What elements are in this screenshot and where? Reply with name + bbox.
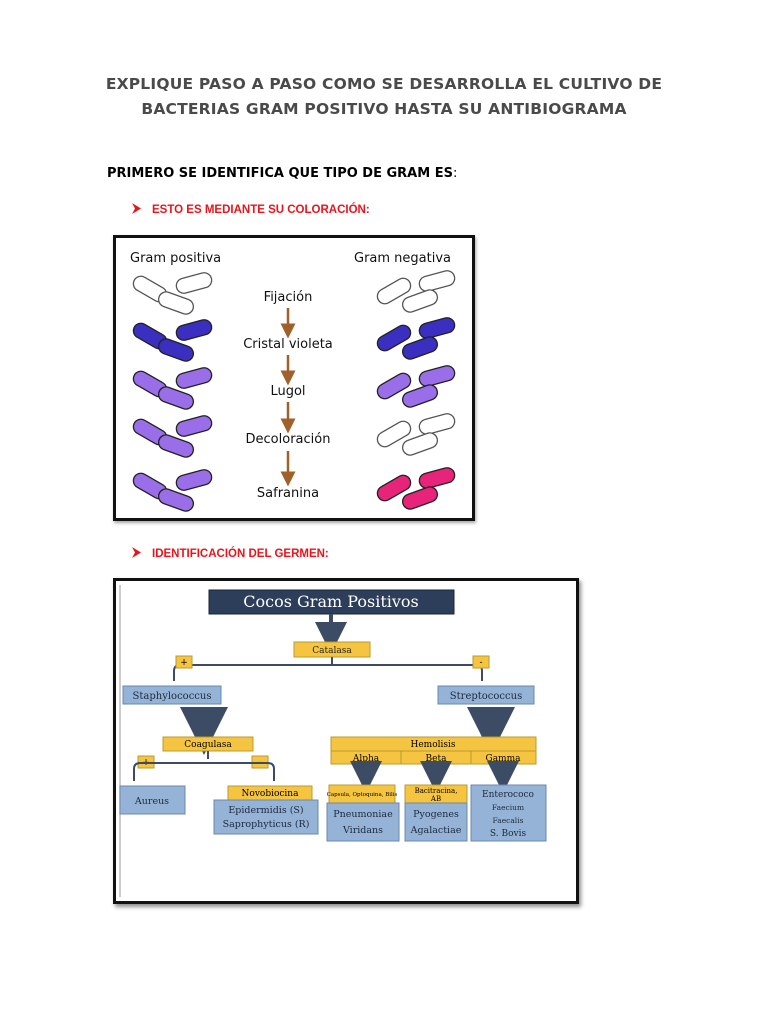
- bacterium-negative-3b: [418, 365, 456, 387]
- bacterium-negative-4b: [418, 413, 456, 435]
- beta-test-text-2: AB: [430, 795, 441, 803]
- viridans-text: Viridans: [342, 825, 383, 836]
- title-line-2: BACTERIAS GRAM POSITIVO HASTA SU ANTIBIO…: [141, 100, 627, 118]
- aureus-box: [119, 785, 186, 815]
- bacterium-positive-1b: [175, 272, 213, 294]
- document-title: EXPLIQUE PASO A PASO COMO SE DESARROLLA …: [90, 72, 678, 122]
- agalactiae-text: Agalactiae: [410, 825, 462, 836]
- bullet-germen-text: IDENTIFICACIÓN DEL GERMEN:: [152, 548, 329, 560]
- step-lugol: Lugol: [270, 384, 305, 399]
- catalasa-text: Catalasa: [312, 646, 352, 656]
- bullet-arrow-icon: [132, 547, 142, 561]
- faecium-text: Faecium: [492, 803, 524, 812]
- minus-text: -: [479, 658, 482, 668]
- identification-svg: Cocos Gram Positivos Catalasa + - Staphy…: [119, 585, 547, 897]
- identification-figure: Cocos Gram Positivos Catalasa + - Staphy…: [113, 578, 579, 904]
- section-heading: PRIMERO SE IDENTIFICA QUE TIPO DE GRAM E…: [107, 166, 457, 181]
- staphylococcus-text: Staphylococcus: [133, 691, 212, 702]
- hemolisis-text: Hemolisis: [411, 740, 456, 750]
- bacterium-negative-3c: [401, 384, 439, 408]
- beta-result-box: [404, 802, 468, 842]
- plus-text: +: [180, 658, 188, 668]
- alpha-text: Alpha: [352, 754, 380, 764]
- step-cristal-violeta: Cristal violeta: [243, 337, 333, 352]
- epidermidis-text: Epidermidis (S): [228, 805, 303, 816]
- bacterium-positive-3c: [157, 386, 195, 410]
- streptococcus-box: [437, 685, 535, 705]
- novobiocina-result-box: [213, 799, 319, 835]
- title-box: [208, 589, 455, 615]
- title-text: Cocos Gram Positivos: [243, 592, 419, 611]
- beta-text: Beta: [426, 754, 448, 764]
- bacterium-negative-1b: [418, 270, 456, 292]
- streptococcus-text: Streptococcus: [450, 691, 522, 702]
- step-safranina: Safranina: [257, 486, 319, 501]
- alpha-result-box: [326, 802, 400, 842]
- bacterium-positive-2c: [157, 338, 195, 362]
- title-line-1: EXPLIQUE PASO A PASO COMO SE DESARROLLA …: [105, 75, 663, 93]
- saprophyticus-text: Saprophyticus (R): [223, 819, 310, 830]
- section-heading-colon: :: [452, 166, 458, 181]
- step-decoloracion: Decoloración: [246, 432, 331, 447]
- bullet-coloracion-text: ESTO ES MEDIANTE SU COLORACIÓN:: [152, 204, 370, 216]
- bacterium-negative-2b: [418, 317, 456, 339]
- bacteria-cells: [132, 270, 456, 512]
- pyogenes-text: Pyogenes: [413, 809, 459, 820]
- bacterium-positive-1c: [157, 291, 195, 315]
- bacterium-positive-4b: [175, 415, 213, 437]
- coagulasa-text: Coagulasa: [184, 740, 232, 750]
- bacterium-negative-5c: [401, 486, 439, 510]
- bacterium-negative-4c: [401, 432, 439, 456]
- gamma-text: Gamma: [486, 754, 522, 764]
- staphylococcus-box: [122, 685, 222, 705]
- bacterium-positive-5b: [175, 469, 213, 491]
- gram-stain-figure: Gram positiva Gram negativa Fijación Cri…: [113, 235, 475, 521]
- bacterium-negative-1a: [376, 277, 412, 305]
- bacterium-negative-2c: [401, 336, 439, 360]
- bacterium-negative-4a: [376, 420, 412, 448]
- novobiocina-text: Novobiocina: [242, 789, 300, 799]
- label-gram-negativa: Gram negativa: [354, 251, 451, 266]
- section-heading-text: PRIMERO SE IDENTIFICA QUE TIPO DE GRAM E…: [107, 166, 453, 181]
- bacterium-negative-5a: [376, 474, 412, 502]
- bacterium-positive-3b: [175, 367, 213, 389]
- minus-box-catalasa: [472, 655, 490, 669]
- bullet-coloracion: ESTO ES MEDIANTE SU COLORACIÓN:: [132, 203, 370, 217]
- enterococo-text: Enterococo: [482, 790, 534, 800]
- bacterium-positive-2b: [175, 319, 213, 341]
- aureus-text: Aureus: [134, 796, 169, 807]
- alpha-test-text: Capsula, Optoquina, Bilis: [327, 792, 398, 798]
- bacterium-negative-1c: [401, 289, 439, 313]
- bullet-arrow-icon: [132, 203, 142, 217]
- s-bovis-text: S. Bovis: [490, 829, 527, 839]
- gamma-result-box: [470, 784, 547, 842]
- bacterium-negative-3a: [376, 372, 412, 400]
- bacterium-negative-2a: [376, 324, 412, 352]
- faecalis-text: Faecalis: [493, 816, 524, 825]
- plus-box-catalasa: [175, 655, 193, 669]
- step-fijacion: Fijación: [264, 290, 313, 305]
- label-gram-positiva: Gram positiva: [130, 251, 221, 266]
- bacterium-negative-5b: [418, 467, 456, 489]
- bacterium-positive-5c: [157, 488, 195, 512]
- pneumoniae-text: Pneumoniae: [333, 809, 393, 820]
- bullet-germen: IDENTIFICACIÓN DEL GERMEN:: [132, 547, 329, 561]
- beta-test-text-1: Bacitracina,: [415, 787, 458, 795]
- gram-stain-svg: Gram positiva Gram negativa Fijación Cri…: [130, 251, 456, 512]
- bacterium-positive-4c: [157, 434, 195, 458]
- stain-steps: Fijación Cristal violeta Lugol Decolorac…: [243, 290, 333, 501]
